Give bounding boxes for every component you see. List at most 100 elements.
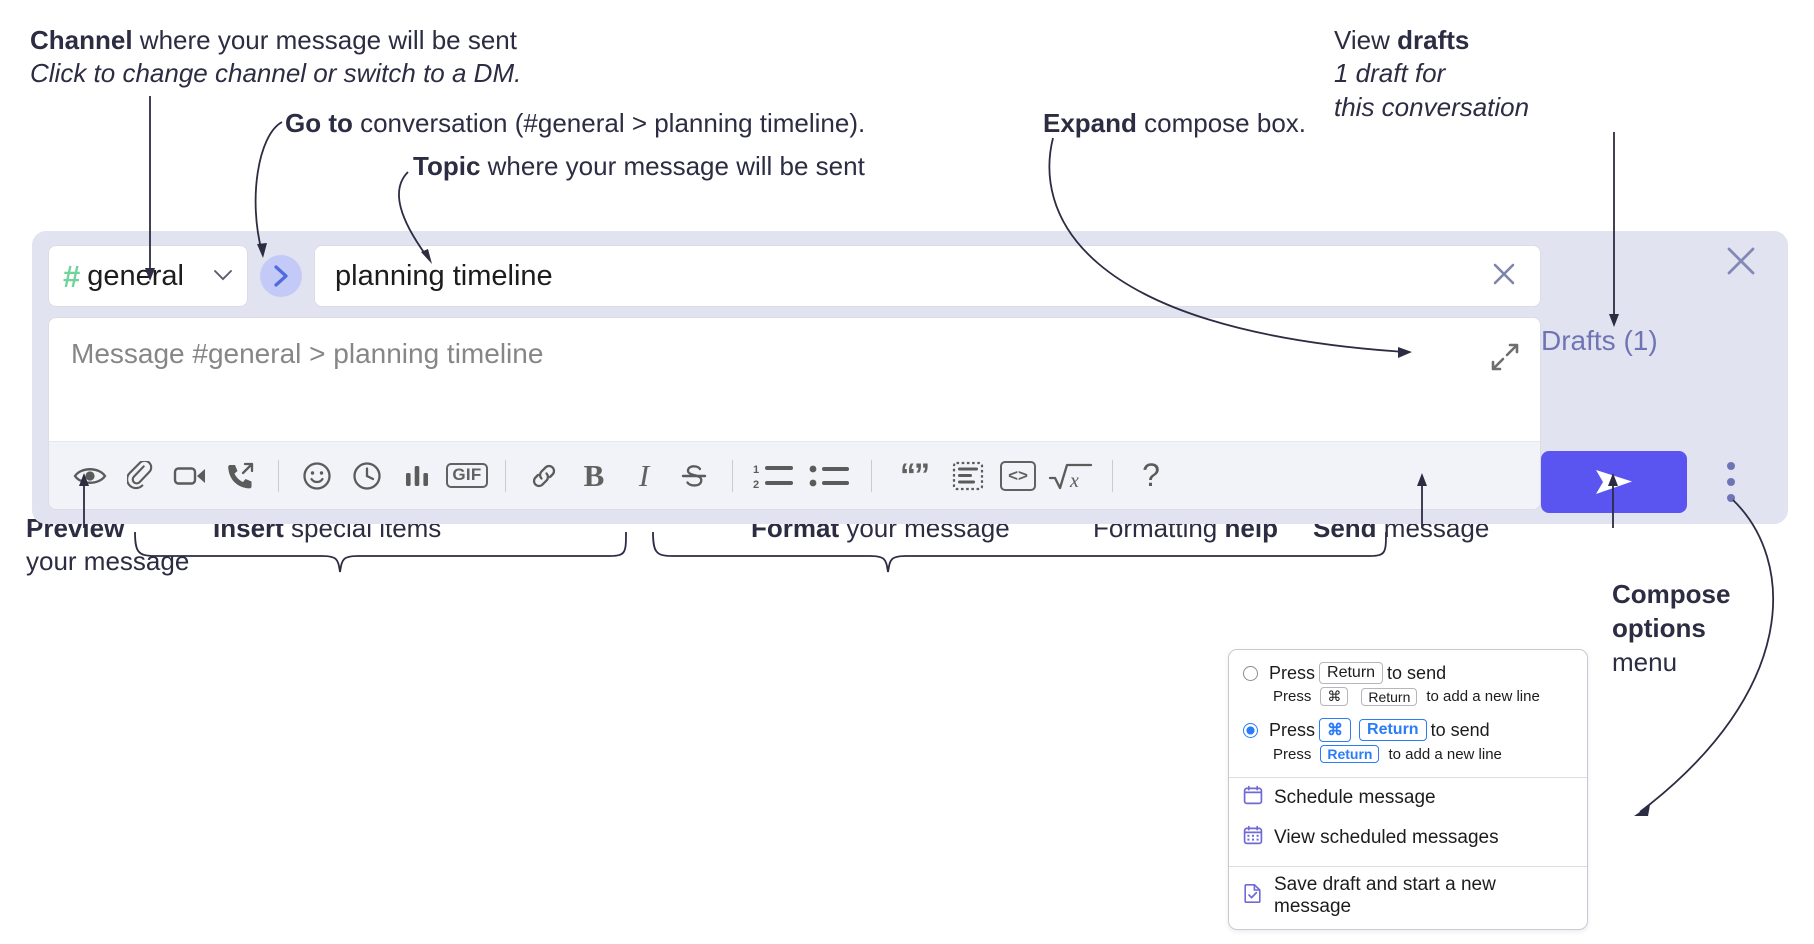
message-input-box[interactable]: Message #general > planning timeline — [48, 317, 1541, 510]
annotation-goto-bold: Go to — [285, 108, 353, 138]
divider-3 — [732, 459, 733, 492]
italic-icon[interactable]: I — [619, 451, 669, 501]
kbd-cmd-sub1: ⌘ — [1320, 687, 1349, 706]
preview-icon[interactable] — [65, 451, 115, 501]
help-icon[interactable]: ? — [1126, 451, 1176, 501]
annotation-topic: Topic where your message will be sent — [413, 150, 865, 183]
radio-cmd-post: to send — [1430, 719, 1490, 740]
radio-cmd-return-indicator — [1243, 722, 1258, 738]
clock-icon[interactable] — [342, 451, 392, 501]
calendar-schedule-icon — [1243, 785, 1263, 811]
code-block-icon[interactable] — [943, 451, 993, 501]
annotation-goto-rest: conversation (#general > planning timeli… — [352, 108, 866, 138]
dot-1 — [1727, 462, 1735, 470]
annotation-channel-italic: Click to change channel or switch to a D… — [30, 58, 522, 89]
annotation-drafts-plain: View — [1334, 25, 1398, 55]
menu-item-view-scheduled-label: View scheduled messages — [1274, 827, 1499, 848]
help-glyph: ? — [1142, 457, 1160, 493]
call-forward-icon[interactable] — [215, 451, 265, 501]
compose-options-button[interactable] — [1718, 458, 1744, 506]
divider-2 — [505, 459, 506, 492]
message-placeholder: Message #general > planning timeline — [71, 338, 544, 369]
sub2-pre: Press — [1273, 745, 1312, 763]
compose-header-row: # general planning timeline — [48, 245, 1541, 307]
send-button[interactable] — [1541, 451, 1687, 513]
radio-option-cmd-return[interactable]: Press ⌘ Return to send — [1229, 716, 1587, 744]
annotation-goto: Go to conversation (#general > planning … — [285, 107, 865, 140]
menu-item-save-draft[interactable]: Save draft and start a new message — [1229, 867, 1587, 929]
annotation-compose-bold1: Compose — [1612, 579, 1731, 609]
ordered-list-icon[interactable]: 1 2 — [746, 451, 802, 501]
strikethrough-icon[interactable] — [669, 451, 719, 501]
radio-return-subtext: Press ⌘ Return to add a new line — [1229, 686, 1587, 712]
svg-text:2: 2 — [753, 479, 759, 490]
divider-1 — [278, 459, 279, 492]
expand-compose-icon[interactable] — [1490, 342, 1520, 372]
video-icon[interactable] — [165, 451, 215, 501]
dot-2 — [1727, 478, 1735, 486]
sub2-post: to add a new line — [1388, 745, 1502, 763]
radio-return-post: to send — [1387, 662, 1447, 683]
menu-divider-1 — [1229, 777, 1587, 778]
gif-icon[interactable]: GIF — [442, 451, 492, 501]
bulleted-list-icon[interactable] — [802, 451, 858, 501]
drafts-link[interactable]: Drafts (1) — [1541, 325, 1658, 356]
bold-icon[interactable]: B — [569, 451, 619, 501]
italic-glyph: I — [638, 457, 650, 493]
annotation-compose-rest: menu — [1612, 646, 1678, 677]
radio-return-indicator — [1243, 665, 1258, 681]
poll-icon[interactable] — [392, 451, 442, 501]
kbd-cmd: ⌘ — [1319, 718, 1352, 742]
radio-option-return[interactable]: Press Return to send — [1229, 660, 1587, 686]
annotation-expand-bold: Expand — [1043, 108, 1137, 138]
attachment-icon[interactable] — [115, 451, 165, 501]
annotation-compose-bold2: options — [1612, 612, 1706, 643]
compose-inner: # general planning timeline Message #gen… — [48, 245, 1541, 510]
annotation-topic-rest: where your message will be sent — [480, 151, 865, 181]
annotation-channel-bold: Channel — [30, 25, 133, 55]
svg-text:1: 1 — [753, 464, 759, 476]
sub1-post: to add a new line — [1426, 688, 1540, 705]
annotation-expand: Expand compose box. — [1043, 107, 1306, 140]
menu-item-schedule-label: Schedule message — [1274, 787, 1436, 808]
menu-divider-2 — [1229, 866, 1587, 867]
gif-label: GIF — [446, 463, 488, 488]
radio-cmd-pre: Press — [1269, 719, 1316, 740]
kbd-return-sub1: Return — [1361, 687, 1418, 706]
annotation-preview-line2: your message — [26, 546, 190, 577]
annotation-drafts-italic1: 1 draft for — [1334, 58, 1446, 89]
compose-panel: # general planning timeline Message #gen… — [32, 231, 1788, 524]
emoji-icon[interactable] — [292, 451, 342, 501]
menu-item-view-scheduled[interactable]: View scheduled messages — [1229, 818, 1587, 858]
channel-picker[interactable]: # general — [48, 245, 248, 307]
annotation-drafts-bold: drafts — [1397, 25, 1470, 55]
blockquote-icon[interactable]: “” — [885, 451, 943, 501]
close-compose-icon[interactable] — [1724, 244, 1758, 284]
divider-5 — [1112, 459, 1113, 492]
topic-field[interactable]: planning timeline — [314, 245, 1541, 307]
bold-glyph: B — [583, 457, 605, 493]
save-draft-icon — [1243, 883, 1263, 909]
inline-code-icon[interactable]: <> — [993, 451, 1043, 501]
annotation-channel-rest: where your message will be sent — [132, 25, 517, 55]
annotation-topic-bold: Topic — [413, 151, 481, 181]
annotation-expand-rest: compose box. — [1136, 108, 1307, 138]
kbd-return-sub2: Return — [1320, 745, 1380, 763]
goto-conversation-button[interactable] — [260, 255, 302, 297]
clear-topic-icon[interactable] — [1488, 258, 1520, 295]
svg-text:x: x — [1069, 470, 1079, 492]
kbd-return: Return — [1319, 662, 1384, 684]
link-icon[interactable] — [519, 451, 569, 501]
menu-item-schedule-message[interactable]: Schedule message — [1229, 778, 1587, 818]
topic-value: planning timeline — [335, 259, 553, 292]
math-icon[interactable]: x — [1043, 451, 1099, 501]
hash-icon: # — [63, 258, 80, 294]
sub1-pre: Press — [1273, 688, 1312, 705]
kbd-return-2: Return — [1359, 719, 1427, 741]
annotation-channel: Channel where your message will be sent … — [30, 24, 521, 91]
calendar-grid-icon — [1243, 825, 1263, 851]
inline-code-glyph: <> — [1000, 460, 1036, 491]
radio-cmd-subtext: Press Return to add a new line — [1229, 744, 1587, 769]
divider-4 — [871, 459, 872, 492]
dot-3 — [1727, 494, 1735, 502]
